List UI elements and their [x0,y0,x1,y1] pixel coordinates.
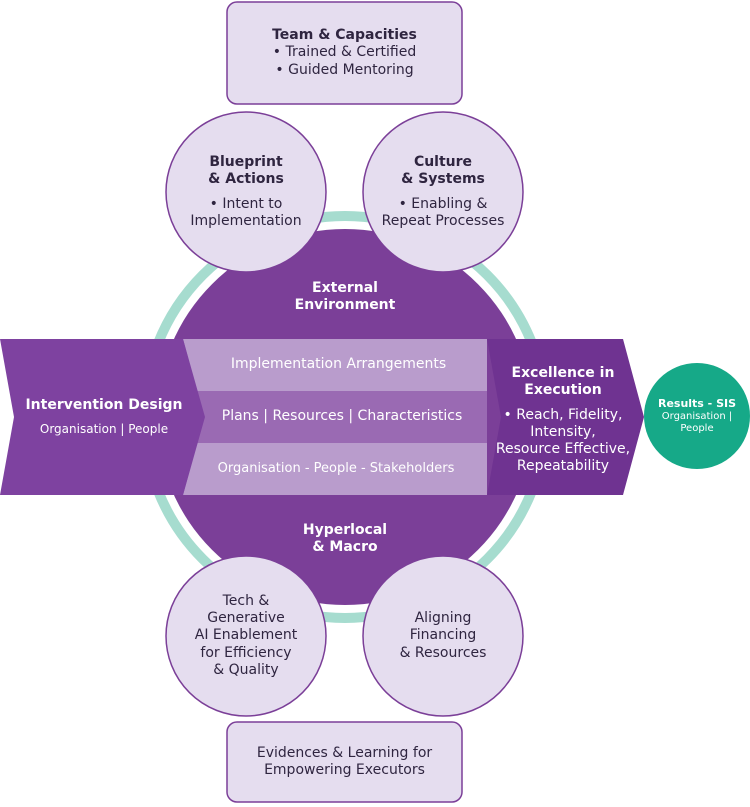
team-capacities: Team & Capacities • Trained & Certified … [227,2,462,104]
culture-item-line2: Repeat Processes [381,213,505,230]
results-sis: Results - SIS Organisation | People [646,386,748,446]
aligning-financing: Aligning Financing & Resources [369,562,517,710]
tech-line1: Tech & [222,593,270,610]
results-circle [644,363,750,469]
blueprint-item-line1: • Intent to [209,196,283,212]
band-implementation-label: Implementation Arrangements [230,356,447,373]
culture-item-line1: • Enabling & [398,196,488,212]
tech-circle [165,555,327,717]
blueprint-actions: Blueprint & Actions • Intent to Implemen… [172,118,320,266]
excellence-item-line1: • Reach, Fidelity, [503,406,623,423]
band-organisation-label: Organisation - People - Stakeholders [217,461,455,477]
band-organisation-text: Organisation - People - Stakeholders [185,443,487,495]
excellence-title-line2: Execution [524,381,602,398]
culture-systems: Culture & Systems • Enabling & Repeat Pr… [369,118,517,266]
external-line2: Environment [294,297,396,313]
team-capacities-item: • Trained & Certified [272,44,417,61]
excellence-item-line2: Intensity, [530,424,596,440]
tech-line5: & Quality [213,661,279,678]
band-organisation [183,443,487,495]
intervention-title: Intervention Design [25,397,183,414]
excellence-arrow [487,339,644,495]
external-environment: External Environment [245,272,445,322]
excellence-item-line3: Resource Effective, [495,441,631,458]
evidences-learning: Evidences & Learning for Empowering Exec… [227,722,462,802]
results-subtitle: Organisation | People [661,410,733,434]
intervention-design: Intervention Design Organisation | Peopl… [14,339,194,495]
blueprint-circle [165,111,327,273]
blueprint-title-line2: & Actions [208,170,284,187]
team-capacities-title: Team & Capacities [272,27,417,44]
team-capacities-item: • Guided Mentoring [275,61,414,78]
results-title: Results - SIS [657,397,737,411]
financing-circle [362,555,524,717]
excellence-title-line1: Excellence in [511,364,615,381]
financing-line3: & Resources [399,644,487,661]
band-implementation-text: Implementation Arrangements [190,339,487,391]
hyperlocal-macro: Hyperlocal & Macro [245,514,445,564]
culture-title-line1: Culture [413,153,473,170]
evidences-line2: Empowering Executors [264,762,425,778]
evidences-line1: Evidences & Learning for [256,744,433,761]
band-plans-label: Plans | Resources | Characteristics [221,408,463,425]
band-implementation [183,339,487,391]
tech-ai-enablement: Tech & Generative AI Enablement for Effi… [172,562,320,710]
blueprint-title-line1: Blueprint [209,153,283,170]
financing-line1: Aligning [414,610,472,627]
tech-line4: for Efficiency [200,644,292,661]
financing-line2: Financing [409,627,477,644]
blueprint-item-line2: Implementation [190,213,302,230]
culture-circle [362,111,524,273]
band-plans-text: Plans | Resources | Characteristics [197,391,487,443]
team-capacities-box [226,1,463,105]
intervention-subtitle: Organisation | People [39,422,169,437]
band-plans [197,391,487,443]
culture-title-line2: & Systems [401,170,485,187]
evidences-box [226,721,463,803]
excellence-execution: Excellence in Execution • Reach, Fidelit… [488,350,638,490]
tech-line2: Generative [207,610,285,627]
intervention-arrow [0,339,205,495]
external-line1: External [312,279,378,296]
hyperlocal-line1: Hyperlocal [302,521,388,538]
excellence-item-line4: Repeatability [516,458,610,475]
hyperlocal-line2: & Macro [312,539,378,555]
tech-line3: AI Enablement [194,627,298,644]
